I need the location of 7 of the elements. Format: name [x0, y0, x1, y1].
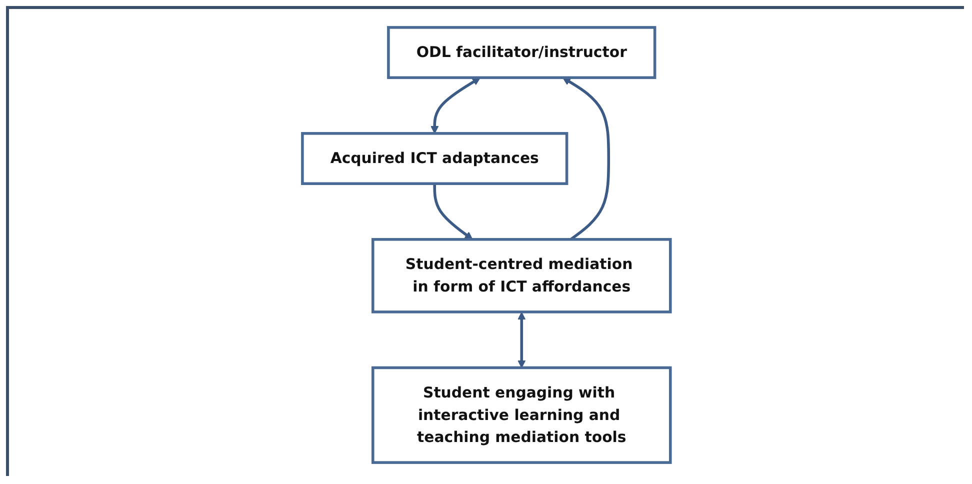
- node-box: Student-centred mediation in form of ICT affordances: [371, 238, 672, 314]
- node-box: ODL facilitator/instructor: [386, 26, 656, 80]
- arrow: [430, 77, 480, 134]
- node-box: Acquired ICT adaptances: [300, 132, 568, 186]
- node-box: Student engaging with interactive learning and teaching mediation tools: [371, 366, 672, 464]
- arrow: [432, 184, 472, 240]
- arrow: [517, 312, 526, 368]
